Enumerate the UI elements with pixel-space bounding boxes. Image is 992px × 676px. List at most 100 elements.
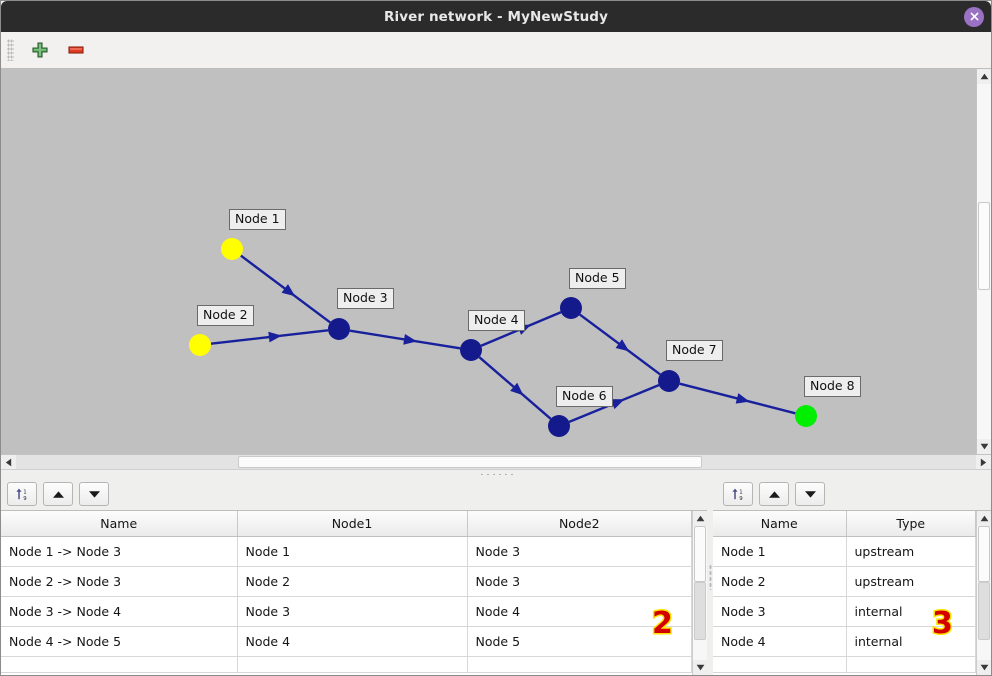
add-node-button[interactable] — [27, 37, 53, 63]
nodes-vscroll-thumb-lower[interactable] — [978, 582, 990, 640]
scroll-down-button[interactable] — [977, 439, 991, 454]
graph-node-node-2[interactable] — [189, 334, 211, 356]
diagram-hscroll-thumb[interactable] — [238, 456, 702, 468]
links-column-header[interactable]: Node1 — [237, 511, 468, 537]
toolbar-drag-handle[interactable] — [7, 39, 14, 61]
nodes-cell[interactable]: Node 4 — [713, 626, 847, 657]
network-diagram-pane: Node 1 Node 2 Node 3 Node 4 Node 5 Node 6 Node… — [1, 69, 991, 469]
graph-edge-arrow — [615, 339, 630, 352]
graph-node-node-1[interactable] — [221, 238, 243, 260]
links-scroll-down-button[interactable] — [693, 660, 707, 675]
links-vscroll-thumb[interactable] — [694, 526, 706, 582]
nodes-move-down-button[interactable] — [795, 482, 825, 506]
links-cell[interactable]: Node 2 -> Node 3 — [1, 566, 238, 597]
links-cell[interactable]: Node 5 — [467, 626, 692, 657]
diagram-canvas[interactable]: Node 1 Node 2 Node 3 Node 4 Node 5 Node 6 Node… — [1, 69, 976, 454]
node-label-node-4[interactable]: Node 4 — [468, 310, 525, 332]
scroll-up-button[interactable] — [977, 69, 991, 84]
diagram-vscroll-track[interactable] — [977, 84, 991, 439]
table-row-empty[interactable] — [1, 656, 692, 673]
nodes-scroll-down-button[interactable] — [977, 660, 991, 675]
graph-node-node-3[interactable] — [328, 318, 350, 340]
links-vscroll-track[interactable] — [693, 526, 707, 660]
links-move-up-button[interactable] — [43, 482, 73, 506]
links-cell[interactable]: Node 4 — [467, 596, 692, 627]
links-cell[interactable]: Node 3 — [237, 596, 468, 627]
links-cell[interactable]: Node 4 — [237, 626, 468, 657]
node-label-node-3[interactable]: Node 3 — [337, 288, 394, 310]
links-cell-empty[interactable] — [237, 656, 468, 673]
links-cell[interactable]: Node 3 — [467, 566, 692, 597]
diagram-horizontal-scrollbar[interactable] — [1, 454, 991, 469]
links-cell[interactable]: Node 1 -> Node 3 — [1, 536, 238, 567]
nodes-cell[interactable]: internal — [846, 626, 976, 657]
nodes-cell[interactable]: Node 3 — [713, 596, 847, 627]
links-scroll-up-button[interactable] — [693, 511, 707, 526]
diagram-vertical-scrollbar[interactable] — [976, 69, 991, 454]
node-label-node-8[interactable]: Node 8 — [804, 376, 861, 398]
links-move-down-button[interactable] — [79, 482, 109, 506]
nodes-cell[interactable]: Node 1 — [713, 536, 847, 567]
triangle-right-icon — [980, 458, 987, 466]
links-cell[interactable]: Node 1 — [237, 536, 468, 567]
nodes-scroll-up-button[interactable] — [977, 511, 991, 526]
links-column-header[interactable]: Name — [1, 511, 238, 537]
nodes-column-header[interactable]: Name — [713, 511, 847, 537]
nodes-vscroll-thumb[interactable] — [978, 526, 990, 582]
node-label-node-1[interactable]: Node 1 — [229, 209, 286, 231]
graph-node-node-7[interactable] — [658, 370, 680, 392]
links-table-toolbar: 1 9 — [1, 478, 707, 510]
graph-node-node-5[interactable] — [560, 297, 582, 319]
nodes-cell-empty[interactable] — [846, 656, 976, 673]
node-label-node-5[interactable]: Node 5 — [569, 268, 626, 290]
nodes-cell-empty[interactable] — [713, 656, 847, 673]
graph-node-node-8[interactable] — [795, 405, 817, 427]
node-label-node-7[interactable]: Node 7 — [666, 340, 723, 362]
graph-node-node-4[interactable] — [460, 339, 482, 361]
diagram-hscroll-track[interactable] — [16, 455, 976, 469]
nodes-sort-button[interactable]: 1 9 — [723, 482, 753, 506]
links-cell[interactable]: Node 2 — [237, 566, 468, 597]
node-label-node-6[interactable]: Node 6 — [556, 386, 613, 408]
diagram-vscroll-thumb[interactable] — [978, 202, 990, 290]
table-row-empty[interactable] — [713, 656, 976, 673]
nodes-vscroll-track[interactable] — [977, 526, 991, 660]
nodes-table-toolbar: 1 9 — [713, 478, 991, 510]
links-column-header[interactable]: Node2 — [467, 511, 692, 537]
delete-node-button[interactable] — [63, 37, 89, 63]
links-cell[interactable]: Node 4 -> Node 5 — [1, 626, 238, 657]
nodes-cell[interactable]: upstream — [846, 536, 976, 567]
links-cell[interactable]: Node 3 -> Node 4 — [1, 596, 238, 627]
nodes-cell[interactable]: Node 2 — [713, 566, 847, 597]
links-sort-button[interactable]: 1 9 — [7, 482, 37, 506]
scroll-left-button[interactable] — [1, 455, 16, 469]
horizontal-splitter[interactable] — [1, 469, 991, 478]
close-window-button[interactable] — [964, 6, 984, 27]
nodes-move-up-button[interactable] — [759, 482, 789, 506]
nodes-column-header[interactable]: Type — [846, 511, 976, 537]
nodes-cell[interactable]: upstream — [846, 566, 976, 597]
node-label-node-2[interactable]: Node 2 — [197, 305, 254, 327]
links-cell-empty[interactable] — [1, 656, 238, 673]
links-vertical-scrollbar[interactable] — [692, 511, 707, 675]
links-cell[interactable]: Node 3 — [467, 536, 692, 567]
nodes-vertical-scrollbar[interactable] — [976, 511, 991, 675]
links-cell-empty[interactable] — [467, 656, 692, 673]
nodes-cell[interactable]: internal — [846, 596, 976, 627]
links-vscroll-thumb-lower[interactable] — [694, 582, 706, 640]
vertical-splitter[interactable] — [707, 478, 713, 675]
graph-node-node-6[interactable] — [548, 415, 570, 437]
scroll-right-button[interactable] — [976, 455, 991, 469]
